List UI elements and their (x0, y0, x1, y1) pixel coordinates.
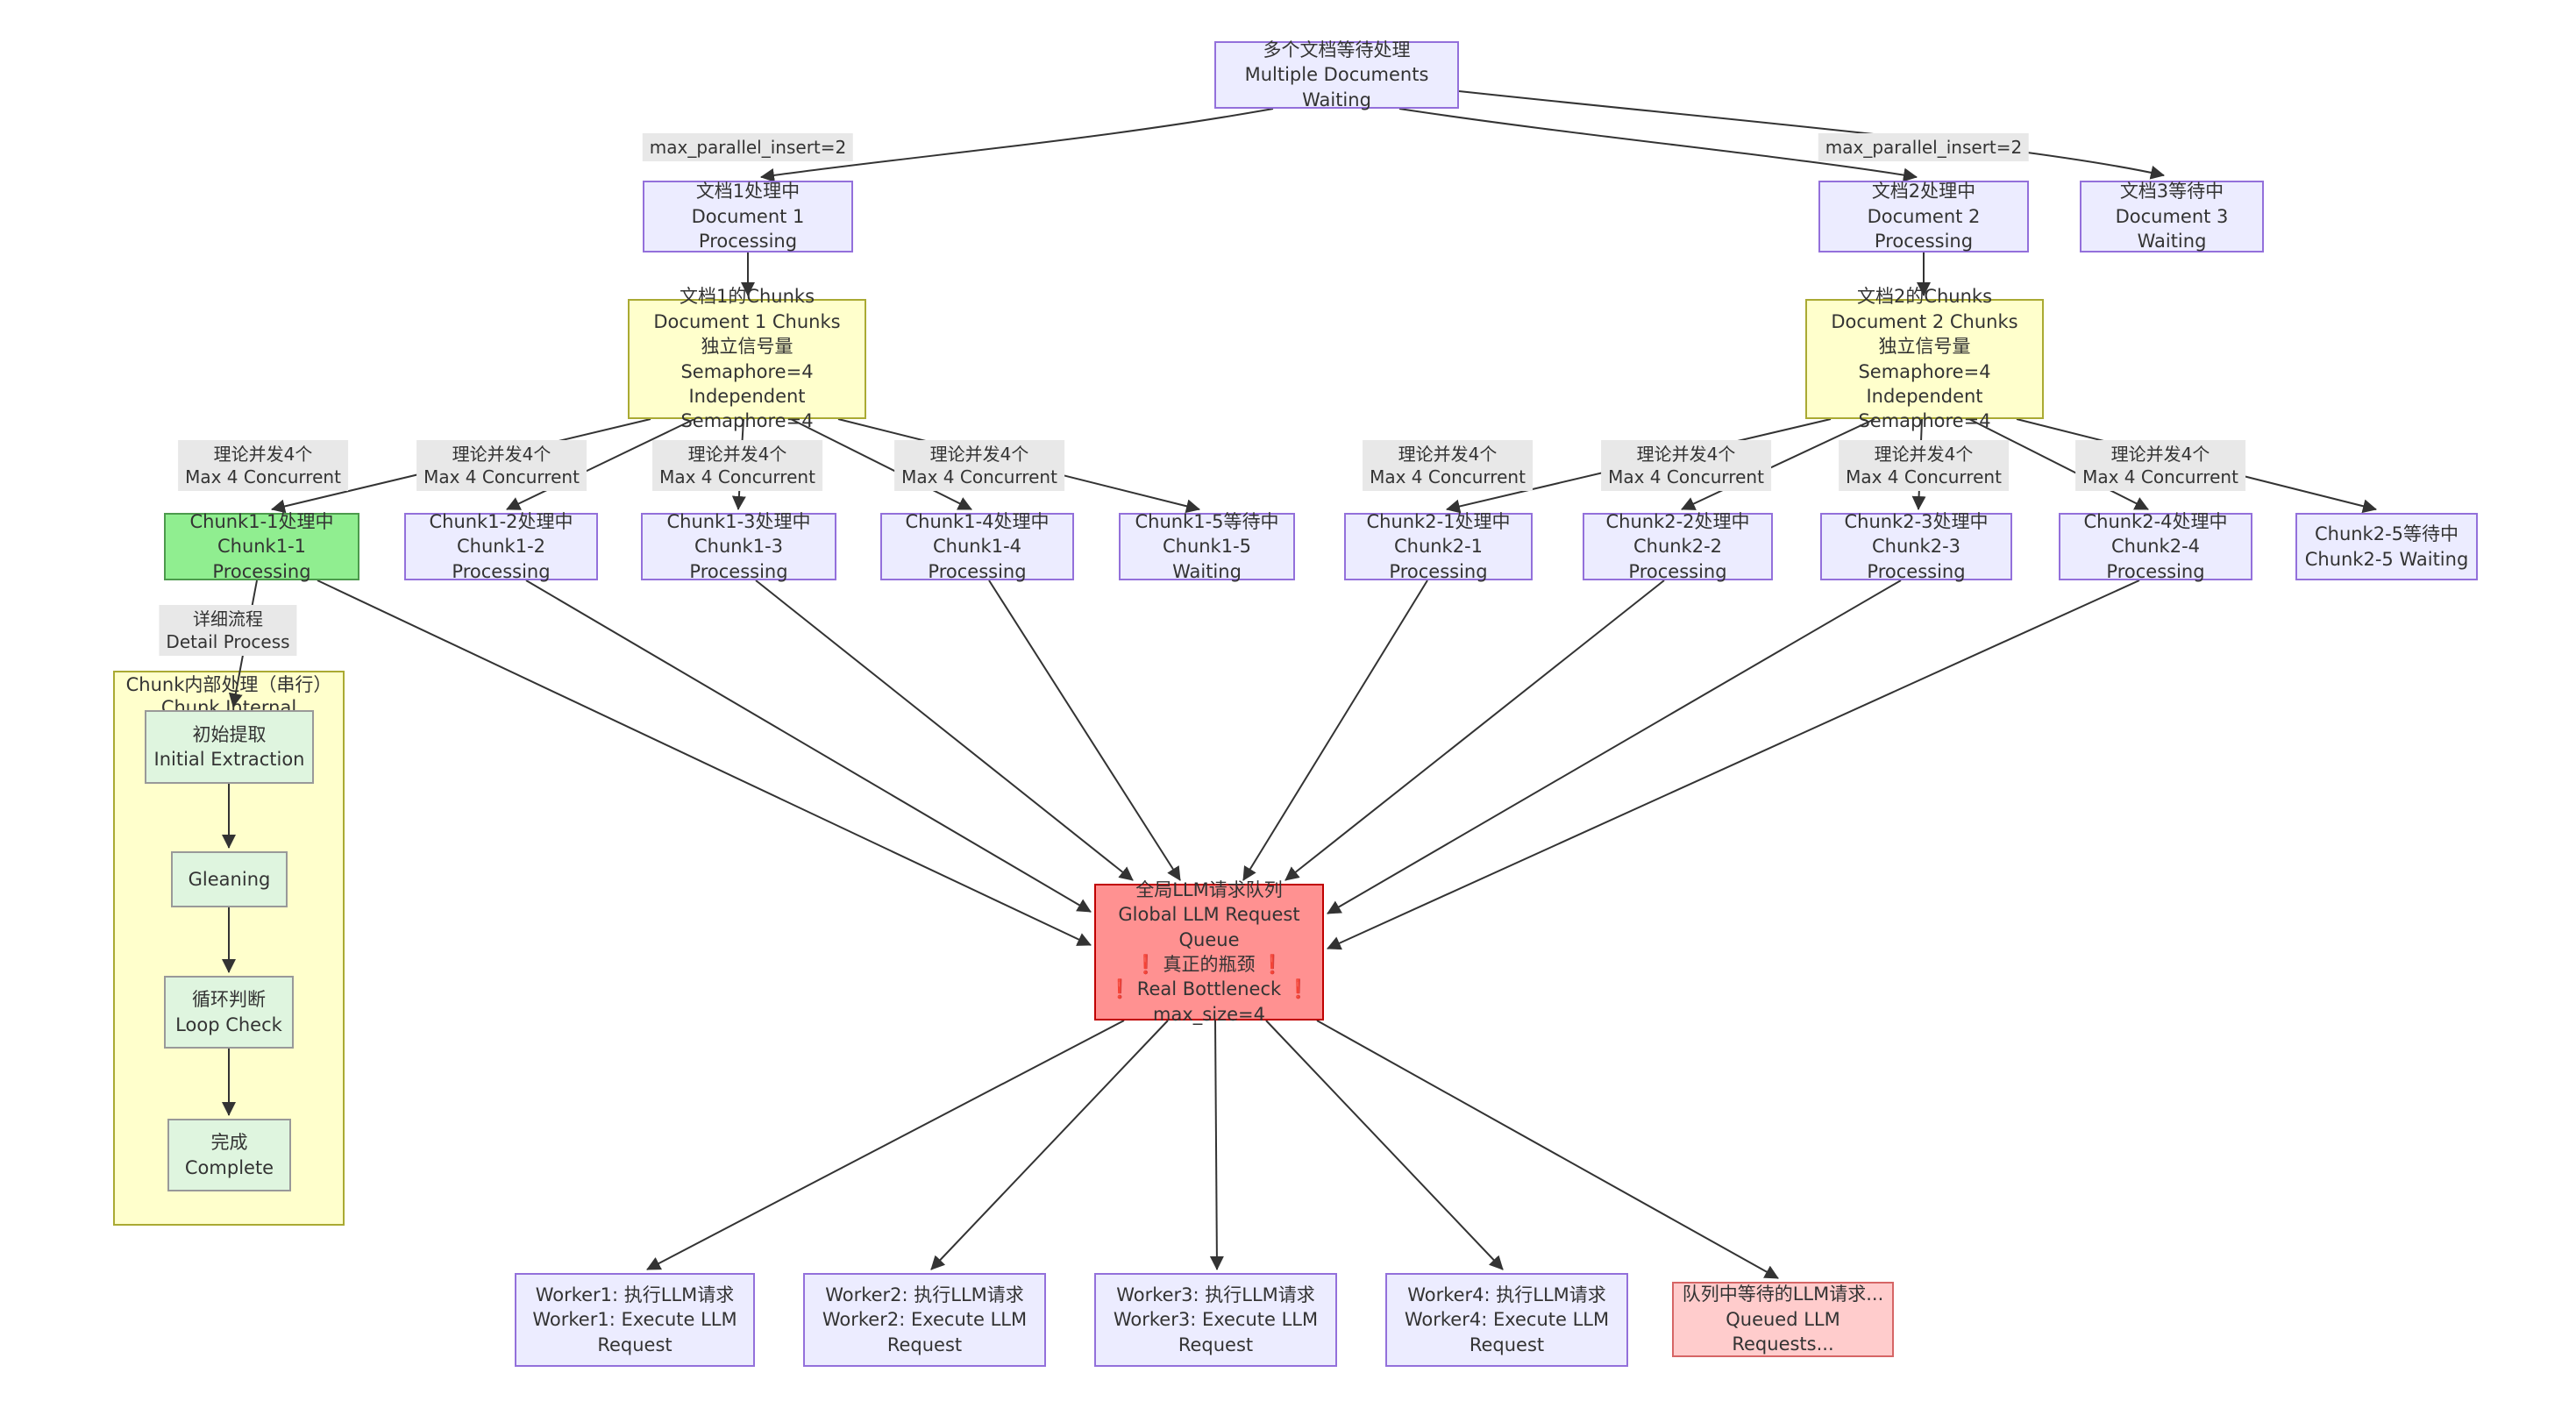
node-queued-requests: 队列中等待的LLM请求... Queued LLM Requests... (1672, 1282, 1894, 1357)
node-chunk2-2: Chunk2-2处理中 Chunk2-2 Processing (1583, 511, 1773, 582)
edge-label-max-parallel-2: max_parallel_insert=2 (1818, 133, 2030, 161)
node-global-llm-queue: 全局LLM请求队列 Global LLM Request Queue ❗ 真正的… (1094, 879, 1324, 1025)
edge-label-concurrent-4: 理论并发4个 Max 4 Concurrent (894, 440, 1064, 491)
node-worker1: Worker1: 执行LLM请求 Worker1: Execute LLM Re… (515, 1273, 755, 1367)
edge-waiting-doc2 (1398, 108, 1918, 182)
edge-queue-worker2 (930, 1020, 1169, 1270)
node-worker4: Worker4: 执行LLM请求 Worker4: Execute LLM Re… (1385, 1273, 1628, 1367)
edge-chunks1-c12 (506, 418, 695, 510)
node-loop-check: 循环判断 Loop Check (164, 976, 294, 1049)
edge-queue-queued (1316, 1020, 1779, 1279)
node-gleaning: Gleaning (171, 851, 288, 907)
node-complete: 完成 Complete (167, 1119, 291, 1191)
edge-c11-queue (317, 580, 1092, 946)
edge-label-concurrent-8: 理论并发4个 Max 4 Concurrent (2075, 440, 2245, 491)
node-chunk1-5: Chunk1-5等待中 Chunk1-5 Waiting (1119, 511, 1295, 582)
node-doc1-chunks: 文档1的Chunks Document 1 Chunks 独立信号量 Semap… (628, 286, 866, 431)
edge-waiting-doc1 (760, 108, 1274, 182)
edge-queue-worker4 (1265, 1020, 1504, 1270)
edge-c12-queue (525, 580, 1092, 913)
edge-chunks2-c22 (1681, 418, 1875, 510)
node-chunk2-4: Chunk2-4处理中 Chunk2-4 Processing (2059, 511, 2252, 582)
edge-label-concurrent-2: 理论并发4个 Max 4 Concurrent (416, 440, 587, 491)
edge-c21-queue (1242, 580, 1428, 881)
edge-label-concurrent-3: 理论并发4个 Max 4 Concurrent (652, 440, 822, 491)
edge-c14-queue (988, 580, 1181, 881)
edge-queue-worker1 (646, 1020, 1125, 1270)
node-chunk1-4: Chunk1-4处理中 Chunk1-4 Processing (880, 511, 1074, 582)
node-chunk2-5: Chunk2-5等待中 Chunk2-5 Waiting (2295, 513, 2478, 580)
edge-chunks1-c14 (790, 418, 972, 510)
node-initial-extraction: 初始提取 Initial Extraction (145, 710, 314, 784)
node-chunk2-1: Chunk2-1处理中 Chunk2-1 Processing (1344, 511, 1533, 582)
edge-chunks2-c24 (1968, 418, 2149, 510)
edge-label-max-parallel-1: max_parallel_insert=2 (642, 133, 854, 161)
node-chunk1-1: Chunk1-1处理中 Chunk1-1 Processing (164, 511, 359, 582)
edge-c22-queue (1284, 580, 1665, 881)
node-multiple-docs-waiting: 多个文档等待处理 Multiple Documents Waiting (1214, 39, 1459, 110)
edge-label-concurrent-6: 理论并发4个 Max 4 Concurrent (1601, 440, 1771, 491)
node-worker2: Worker2: 执行LLM请求 Worker2: Execute LLM Re… (803, 1273, 1046, 1367)
edge-c23-queue (1327, 580, 1902, 914)
node-chunk1-2: Chunk1-2处理中 Chunk1-2 Processing (404, 511, 598, 582)
node-doc2-processing: 文档2处理中 Document 2 Processing (1818, 181, 2029, 252)
edge-label-concurrent-7: 理论并发4个 Max 4 Concurrent (1839, 440, 2009, 491)
edge-queue-worker3 (1209, 1020, 1224, 1270)
edge-label-detail-process: 详细流程 Detail Process (159, 605, 297, 656)
node-doc1-processing: 文档1处理中 Document 1 Processing (643, 181, 853, 252)
edge-c13-queue (755, 580, 1134, 881)
edge-label-concurrent-5: 理论并发4个 Max 4 Concurrent (1363, 440, 1533, 491)
edge-c24-queue (1327, 580, 2140, 950)
edge-label-concurrent-1: 理论并发4个 Max 4 Concurrent (178, 440, 348, 491)
node-doc2-chunks: 文档2的Chunks Document 2 Chunks 独立信号量 Semap… (1805, 286, 2044, 431)
node-chunk2-3: Chunk2-3处理中 Chunk2-3 Processing (1820, 511, 2012, 582)
edge-waiting-doc3 (1458, 90, 2165, 180)
node-doc3-waiting: 文档3等待中 Document 3 Waiting (2080, 181, 2264, 252)
node-worker3: Worker3: 执行LLM请求 Worker3: Execute LLM Re… (1094, 1273, 1337, 1367)
node-chunk1-3: Chunk1-3处理中 Chunk1-3 Processing (641, 511, 836, 582)
